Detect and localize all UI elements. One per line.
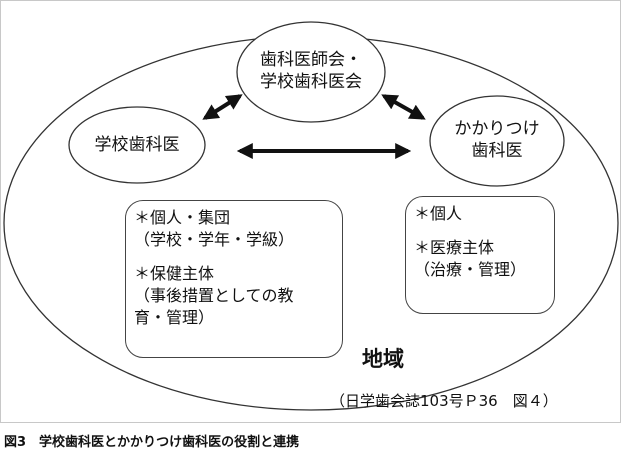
school-item2-detail-line2: 育・管理） [134, 308, 215, 327]
region-label: 地域 [362, 347, 404, 371]
arrow-school-association [202, 94, 243, 120]
family-dentist-label-line1: かかりつけ [454, 119, 540, 139]
figure-caption: 図3 学校歯科医とかかりつけ歯科医の役割と連携 [4, 435, 300, 450]
association-label-line1: 歯科医師会・ [260, 50, 362, 70]
family-item1-title: ＊個人 [414, 204, 463, 223]
arrow-association-family [381, 94, 426, 120]
school-dentist-label: 学校歯科医 [94, 135, 180, 155]
school-item1-title: ＊個人・集団 [134, 208, 231, 227]
family-dentist-role-box: ＊個人 ＊医療主体 （治療・管理） [405, 196, 555, 314]
family-dentist-label-line2: 歯科医 [471, 141, 523, 161]
school-item2-detail-line1: （事後措置としての教 [134, 286, 294, 305]
association-ellipse [236, 21, 386, 123]
diagram-canvas [3, 21, 619, 411]
school-item2-title: ＊保健主体 [134, 264, 215, 283]
school-dentist-ellipse [68, 106, 206, 184]
association-label-line2: 学校歯科医会 [260, 72, 362, 92]
association-label: 歯科医師会・ 学校歯科医会 [252, 49, 370, 93]
school-dentist-role-box: ＊個人・集団 （学校・学年・学級） ＊保健主体 （事後措置としての教 育・管理） [125, 200, 343, 358]
family-item2-title: ＊医療主体 [414, 238, 495, 257]
family-dentist-ellipse [429, 95, 565, 187]
source-citation: （日学歯会誌103号Ｐ36 図４） [330, 392, 558, 410]
family-item2-detail: （治療・管理） [414, 260, 527, 279]
school-item1-detail: （学校・学年・学級） [134, 230, 295, 249]
family-dentist-label: かかりつけ 歯科医 [440, 118, 554, 162]
